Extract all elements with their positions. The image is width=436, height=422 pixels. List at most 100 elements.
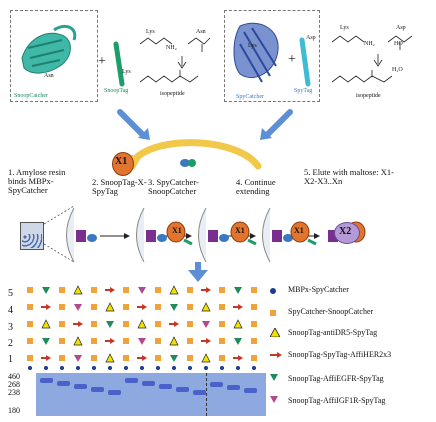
spycatcher-snoopcatcher-mark xyxy=(219,287,225,293)
snooptag-helix-icon xyxy=(113,41,125,87)
spycatcher-snoopcatcher-mark xyxy=(251,338,257,344)
x1-label-process-3: X1 xyxy=(294,226,304,235)
catcher-reagent-icon xyxy=(180,159,196,167)
spycatcher-label: SpyCatcher xyxy=(236,94,264,100)
spycatcher-snoopcatcher-mark xyxy=(91,355,97,361)
legend-dot-icon xyxy=(270,288,276,294)
spytag-helix-icon xyxy=(299,37,311,87)
gel-band xyxy=(227,385,240,390)
spycatcher-snoopcatcher-mark xyxy=(91,304,97,310)
step-4: 4. Continue extending xyxy=(236,177,276,196)
spycatcher-snoopcatcher-mark xyxy=(27,304,33,310)
mbpx-mark xyxy=(156,366,160,370)
antidr5-mark xyxy=(105,302,115,312)
gel-band xyxy=(125,378,138,383)
snooptag-label: SnoopTag xyxy=(104,88,129,94)
chem-asp-right: Asp xyxy=(396,25,406,31)
spycatcher-snoopcatcher-mark xyxy=(91,321,97,327)
mbpx-mark xyxy=(124,366,128,370)
mbpx-mark xyxy=(76,366,80,370)
mw-marker-238: 238 xyxy=(8,388,20,397)
spycatcher-snoopcatcher-mark xyxy=(219,304,225,310)
spycatcher-snoopcatcher-mark xyxy=(59,304,65,310)
mw-marker-460: 460 xyxy=(8,372,20,381)
gel-band xyxy=(74,384,87,389)
spycatcher-snoopcatcher-mark xyxy=(219,355,225,361)
affiher2-mark-head xyxy=(206,338,211,344)
step-5: 5. Elute with maltose: X1-X2-X3..Xn xyxy=(304,167,394,186)
antidr5-mark xyxy=(169,336,179,346)
spycatcher-snoopcatcher-mark xyxy=(155,321,161,327)
spycatcher-snoopcatcher-mark xyxy=(187,355,193,361)
spycatcher-snoopcatcher-mark xyxy=(251,287,257,293)
x2-reagent-icon xyxy=(334,222,360,244)
affi-mark xyxy=(202,321,210,328)
x1-label-process-2: X1 xyxy=(235,226,245,235)
x2-reagent-label: X2 xyxy=(339,226,352,237)
legend-snooptag-affiegfr-spytag: SnoopTag-AffiEGFR-SpyTag xyxy=(288,374,384,383)
asn-label: Asn xyxy=(44,73,54,79)
spycatcher-snoopcatcher-mark xyxy=(155,287,161,293)
spycatcher-snoopcatcher-mark xyxy=(187,321,193,327)
mbpx-mark xyxy=(108,366,112,370)
gel-band xyxy=(176,387,189,392)
spycatcher-snoopcatcher-mark xyxy=(155,304,161,310)
mbpx-mark xyxy=(92,366,96,370)
legend-arrow-icon xyxy=(270,352,282,358)
affiher2-mark-head xyxy=(142,355,147,361)
mbpx-mark xyxy=(236,366,240,370)
gel-band xyxy=(91,387,104,392)
antidr5-mark xyxy=(105,353,115,363)
affi-mark xyxy=(106,321,114,328)
spycatcher-snoopcatcher-mark xyxy=(251,355,257,361)
affi-mark xyxy=(42,287,50,294)
mbpx-mark xyxy=(220,366,224,370)
affiher2-mark-head xyxy=(46,304,51,310)
legend-mbpx-spycatcher: MBPx-SpyCatcher xyxy=(288,285,349,294)
spycatcher-snoopcatcher-mark xyxy=(123,338,129,344)
affi-mark xyxy=(42,338,50,345)
legend-snooptag-spytag-affiher2x3: SnoopTag-SpyTag-AffiHER2x3 xyxy=(288,350,392,359)
mw-marker-268: 268 xyxy=(8,380,20,389)
spycatcher-snoopcatcher-mark xyxy=(187,304,193,310)
legend-spycatcher-snoopcatcher: SpyCatcher-SnoopCatcher xyxy=(288,307,374,316)
spy-lys-label: Lys xyxy=(248,43,257,49)
antidr5-mark xyxy=(41,319,51,329)
spycatcher-snoopcatcher-mark xyxy=(155,338,161,344)
mbpx-mark xyxy=(28,366,32,370)
affiher2-mark-head xyxy=(78,321,83,327)
spycatcher-snoopcatcher-mark xyxy=(27,287,33,293)
spycatcher-snoopcatcher-mark xyxy=(123,287,129,293)
spycatcher-snoopcatcher-mark xyxy=(59,338,65,344)
affi-mark xyxy=(138,338,146,345)
snoopcatcher-structure-icon xyxy=(21,24,77,74)
spycatcher-snoopcatcher-mark xyxy=(219,338,225,344)
spycatcher-snoopcatcher-mark xyxy=(27,355,33,361)
mbpx-mark xyxy=(172,366,176,370)
down-arrow-icon xyxy=(188,262,208,282)
chem-nh2-right: NH₂ xyxy=(364,41,375,47)
spycatcher-snoopcatcher-mark xyxy=(187,338,193,344)
step-1: 1. Amylose resin binds MBPx-SpyCatcher xyxy=(8,167,66,195)
gel-band xyxy=(142,381,155,386)
affiher2-mark-head xyxy=(110,338,115,344)
spycatcher-snoopcatcher-mark xyxy=(123,355,129,361)
legend-snooptag-antidr5-spytag: SnoopTag-antiDR5-SpyTag xyxy=(288,328,378,337)
chem-lys-right: Lys xyxy=(340,25,349,31)
chem-asn-left: Asn xyxy=(196,29,206,35)
mbpx-mark xyxy=(44,366,48,370)
spycatcher-snoopcatcher-mark xyxy=(59,321,65,327)
mbpx-mark xyxy=(140,366,144,370)
affiher2-mark-head xyxy=(238,355,243,361)
antidr5-mark xyxy=(233,319,243,329)
legend-triangle-icon xyxy=(270,328,280,337)
spycatcher-snoopcatcher-mark xyxy=(27,338,33,344)
lane-label-1: 1 xyxy=(8,354,13,365)
affiher2-mark-head xyxy=(142,304,147,310)
spycatcher-snoopcatcher-mark xyxy=(91,338,97,344)
sds-page-gel xyxy=(36,373,266,416)
gel-band xyxy=(210,382,223,387)
legend-down-triangle-icon xyxy=(270,374,278,381)
spycatcher-snoopcatcher-mark xyxy=(27,321,33,327)
affiher2-mark-head xyxy=(206,287,211,293)
